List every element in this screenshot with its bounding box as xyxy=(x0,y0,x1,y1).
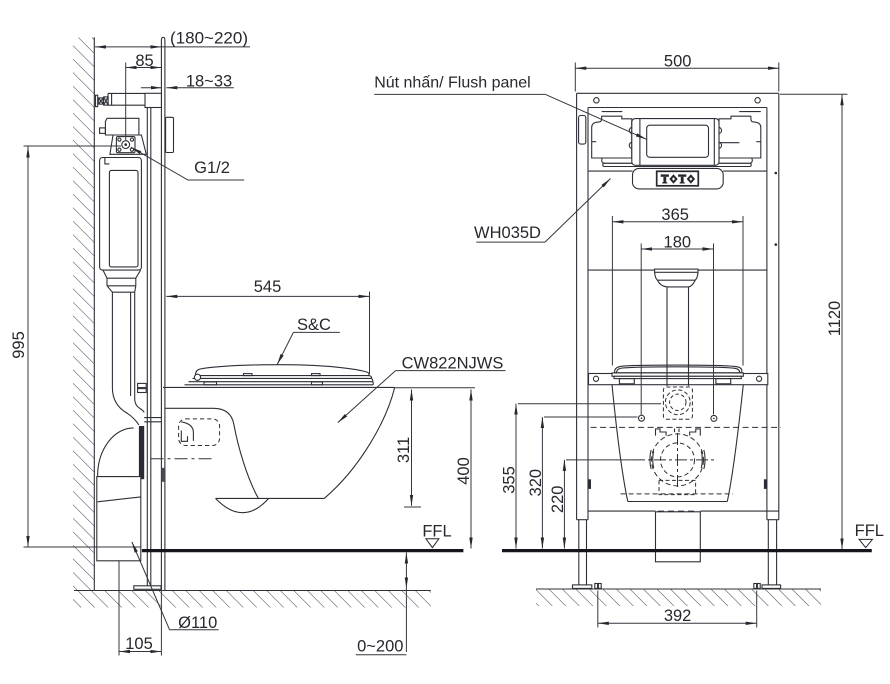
svg-text:392: 392 xyxy=(664,607,692,625)
svg-text:Nút nhấn/ Flush panel: Nút nhấn/ Flush panel xyxy=(374,75,531,92)
svg-text:545: 545 xyxy=(254,278,282,296)
svg-text:500: 500 xyxy=(664,53,692,71)
svg-text:105: 105 xyxy=(125,635,153,653)
svg-text:S&C: S&C xyxy=(297,316,331,334)
svg-text:G1/2: G1/2 xyxy=(194,159,230,177)
svg-text:FFL: FFL xyxy=(422,523,451,541)
svg-text:1120: 1120 xyxy=(826,301,844,336)
svg-text:(180~220): (180~220) xyxy=(170,29,248,48)
svg-text:FFL: FFL xyxy=(855,522,884,540)
svg-text:CW822NJWS: CW822NJWS xyxy=(402,355,504,373)
svg-text:320: 320 xyxy=(527,469,545,497)
svg-text:365: 365 xyxy=(661,206,689,224)
svg-text:400: 400 xyxy=(455,457,473,485)
svg-text:18~33: 18~33 xyxy=(186,73,232,91)
svg-text:311: 311 xyxy=(395,437,413,463)
svg-text:Ø110: Ø110 xyxy=(178,614,217,632)
svg-text:0~200: 0~200 xyxy=(357,638,403,656)
svg-text:995: 995 xyxy=(10,331,28,359)
svg-text:180: 180 xyxy=(664,234,692,252)
svg-text:355: 355 xyxy=(501,466,519,494)
svg-text:220: 220 xyxy=(549,486,567,514)
svg-text:WH035D: WH035D xyxy=(474,224,541,242)
svg-text:85: 85 xyxy=(135,52,153,70)
